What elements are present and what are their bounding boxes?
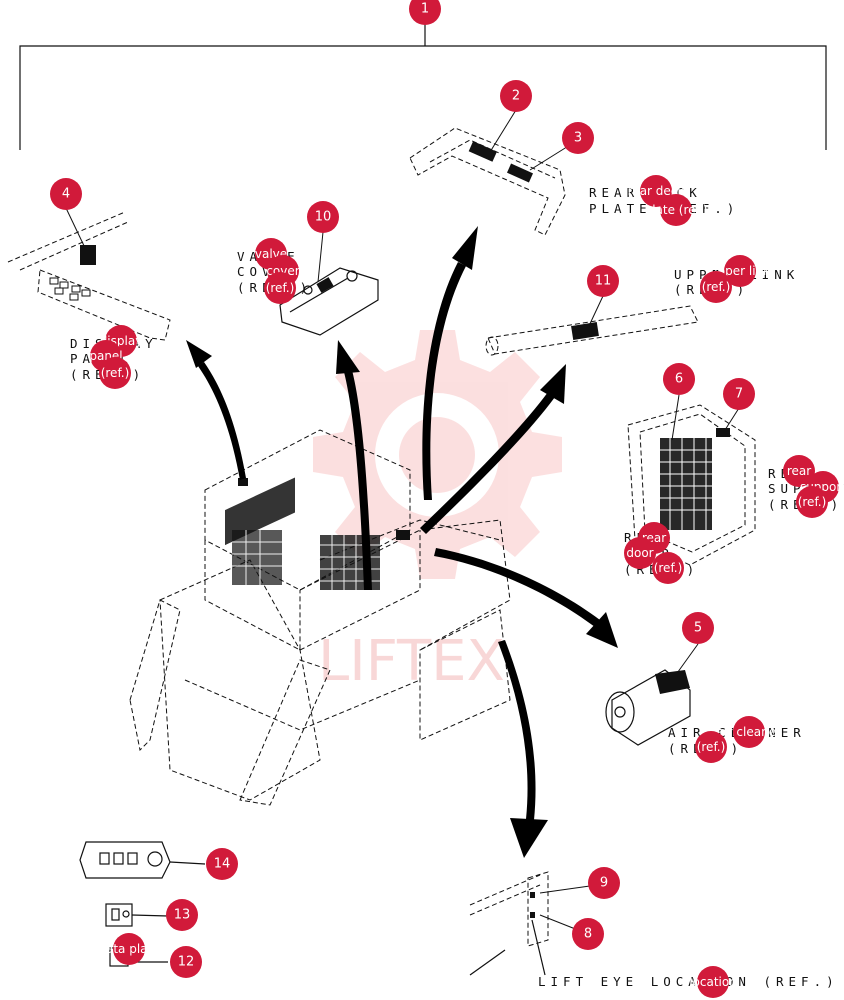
upper-link-drawing <box>485 305 699 356</box>
hotspot-data-plate[interactable]: data plate <box>98 933 160 965</box>
callout-12[interactable]: 12 <box>170 946 202 978</box>
callout-4[interactable]: 4 <box>50 178 82 210</box>
callout-6[interactable]: 6 <box>663 363 695 395</box>
svg-text:data plate: data plate <box>98 942 159 956</box>
svg-text:(ref.): (ref.) <box>266 281 295 295</box>
hotspot-display-ref[interactable]: (ref.) <box>99 357 131 389</box>
hotspot-air-cleaner-ref[interactable]: (ref.) <box>695 731 727 763</box>
hotspot-plate[interactable]: plate (ref.) <box>645 194 708 226</box>
arrows <box>186 226 618 858</box>
svg-text:9: 9 <box>600 876 608 891</box>
hotspot-location[interactable]: location <box>689 966 737 998</box>
callout-13[interactable]: 13 <box>166 899 198 931</box>
svg-text:3: 3 <box>574 131 582 146</box>
hotspot-rear-deck[interactable]: rear deck <box>628 175 685 207</box>
hotspot-rear-support-ref[interactable]: (ref.) <box>796 486 828 518</box>
air-cleaner-drawing <box>605 669 691 746</box>
callout-7[interactable]: 7 <box>723 378 755 410</box>
svg-text:(ref.): (ref.) <box>101 366 130 380</box>
callout-5[interactable]: 5 <box>682 612 714 644</box>
svg-text:5: 5 <box>694 621 702 636</box>
callout-11[interactable]: 11 <box>587 265 619 297</box>
svg-text:1: 1 <box>421 2 429 17</box>
hotspot-rear-support-rear[interactable]: rear <box>783 455 815 487</box>
part-14-decal <box>79 841 206 879</box>
svg-text:rear deck: rear deck <box>628 184 685 198</box>
svg-text:12: 12 <box>178 955 195 970</box>
label-lift-eye: LIFT EYE LOCATION (REF.) <box>538 974 839 989</box>
svg-text:7: 7 <box>735 387 743 402</box>
callout-1[interactable]: 1 <box>409 0 441 25</box>
part-13-decal <box>105 903 169 927</box>
callout-14[interactable]: 14 <box>206 848 238 880</box>
svg-text:(ref.): (ref.) <box>798 495 827 509</box>
svg-text:air cleaner: air cleaner <box>717 725 781 739</box>
svg-text:plate (ref.): plate (ref.) <box>645 203 708 217</box>
rear-deck-plate-drawing <box>409 127 566 236</box>
part-labels: REAR DECK PLATE (REF.) VALVE COVER (REF.… <box>70 185 844 989</box>
hotspot-door[interactable]: door <box>624 537 656 569</box>
callout-3[interactable]: 3 <box>562 122 594 154</box>
svg-text:13: 13 <box>174 908 191 923</box>
callout-8[interactable]: 8 <box>572 918 604 950</box>
hotspot-valve-ref[interactable]: (ref.) <box>264 272 296 304</box>
hotspot-upper-link-ref[interactable]: (ref.) <box>700 271 732 303</box>
display-panel-drawing <box>7 211 171 341</box>
lift-eye-drawing <box>469 871 549 976</box>
svg-text:10: 10 <box>315 210 332 225</box>
machine-drawing <box>129 429 511 806</box>
hotspot-rear-door-ref[interactable]: (ref.) <box>652 552 684 584</box>
svg-text:rear: rear <box>787 464 811 478</box>
svg-text:6: 6 <box>675 372 683 387</box>
svg-text:4: 4 <box>62 187 70 202</box>
svg-text:(ref.): (ref.) <box>654 561 683 575</box>
callout-9[interactable]: 9 <box>588 867 620 899</box>
group-bracket <box>19 24 827 150</box>
svg-text:(ref.): (ref.) <box>697 740 726 754</box>
svg-text:14: 14 <box>214 857 231 872</box>
watermark-text: LIFTEX <box>318 629 505 694</box>
svg-text:11: 11 <box>595 274 612 289</box>
hotspot-air-cleaner[interactable]: air cleaner <box>717 716 781 748</box>
valve-cover-drawing <box>279 267 379 336</box>
svg-text:8: 8 <box>584 927 592 942</box>
svg-text:(ref.): (ref.) <box>702 280 731 294</box>
svg-text:location: location <box>689 975 737 989</box>
callout-2[interactable]: 2 <box>500 80 532 112</box>
svg-text:2: 2 <box>512 89 520 104</box>
svg-text:door: door <box>626 546 653 560</box>
callout-10[interactable]: 10 <box>307 201 339 233</box>
